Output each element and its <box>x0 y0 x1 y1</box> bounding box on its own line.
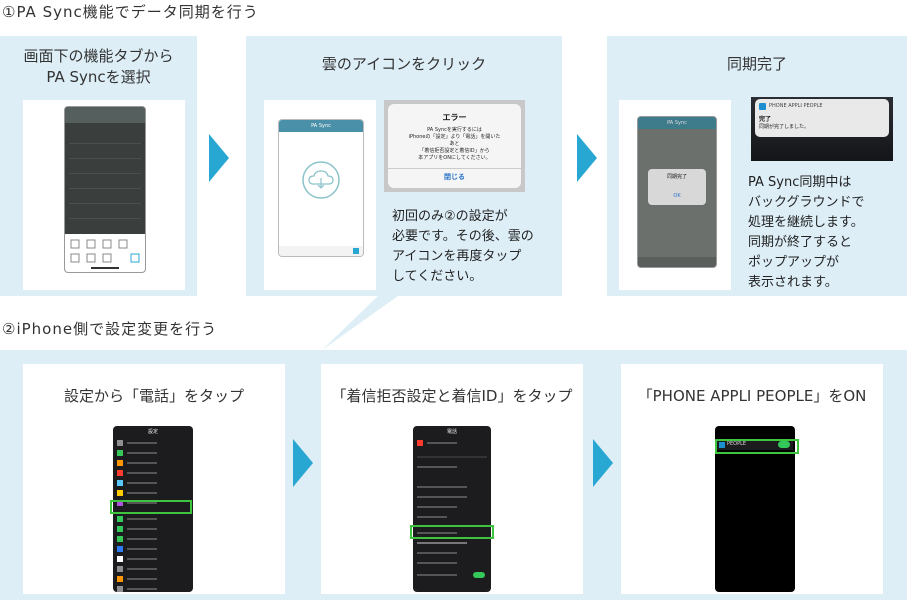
tab-icons <box>70 239 140 269</box>
notification-title: 完了 <box>759 116 772 123</box>
step3-screenshot-card: PA Sync 同期完了 OK <box>619 100 731 290</box>
app-logo-icon <box>759 103 766 110</box>
step3-note-line1: PA Sync同期中は <box>748 175 852 190</box>
step2-tab-active <box>353 248 359 254</box>
step1-panel: 画面下の機能タブから PA Syncを選択 <box>0 36 197 296</box>
step2-note-line3: アイコンを再度タップ <box>392 249 522 264</box>
phone-settings-card-title: 「着信拒否設定と着信ID」をタップ <box>331 387 573 405</box>
phone-settings-screen: 電話 <box>413 426 491 592</box>
step3-note-line2: バックグラウンドで <box>748 195 865 210</box>
settings-card: 設定から「電話」をタップ 設定 <box>23 364 285 594</box>
phone-screen-title: 電話 <box>446 429 457 435</box>
error-dialog-title: エラー <box>442 113 467 122</box>
step3-note-line3: 処理を継続します。 <box>748 215 864 230</box>
step1-tabbar <box>65 234 145 272</box>
error-dialog-line3: あと <box>449 141 460 147</box>
step1-phone-header <box>65 107 145 123</box>
step3-panel: 同期完了 PA Sync 同期完了 OK PHONE APPLI PEOPLE … <box>607 36 907 296</box>
error-dialog-divider <box>388 168 521 169</box>
step1-phone-screen <box>64 106 146 273</box>
sync-complete-popup: 同期完了 OK <box>648 169 706 205</box>
step2-app-header: PA Sync <box>279 120 363 132</box>
sync-popup-title: 同期完了 <box>666 174 687 180</box>
arrow-s2-1-2 <box>293 439 313 487</box>
step2-note-line2: 必要です。その後、雲の <box>392 229 534 244</box>
call-blocking-card: 「PHONE APPLI PEOPLE」をON PEOPLE <box>621 364 883 594</box>
settings-card-title: 設定から「電話」をタップ <box>63 387 244 405</box>
arrow-s2-2-3 <box>593 439 613 487</box>
step1-screenshot-card <box>23 100 185 290</box>
phone-settings-list <box>417 440 487 578</box>
phone-row-highlight[interactable] <box>110 500 192 514</box>
step3-note-line5: ポップアップが <box>748 255 840 270</box>
step1-title-line1: 画面下の機能タブから <box>23 47 174 65</box>
settings-screen-title: 設定 <box>147 429 158 435</box>
step2-screenshot-card: PA Sync <box>264 100 376 290</box>
cloud-sync-icon[interactable] <box>301 160 341 200</box>
error-dialog-line4: 「着信拒否設定と着信ID」から <box>419 148 490 154</box>
step2-title: 雲のアイコンをクリック <box>321 55 487 73</box>
step3-title: 同期完了 <box>726 55 787 73</box>
app-logo-icon <box>719 442 725 448</box>
step2-panel: 雲のアイコンをクリック PA Sync エラー PA Syncを実行するには i… <box>246 36 562 296</box>
error-dialog: エラー PA Syncを実行するには iPhoneの「設定」より「電話」を開いた… <box>384 100 525 192</box>
people-toggle-switch[interactable] <box>778 441 790 448</box>
phone-settings-card: 「着信拒否設定と着信ID」をタップ 電話 <box>321 364 583 594</box>
error-dialog-line1: PA Syncを実行するには <box>427 127 482 133</box>
step2-bottom-bar <box>279 246 363 256</box>
error-dialog-line5: 本アプリをONにしてください。 <box>418 155 491 161</box>
step1-phone-list <box>69 129 141 229</box>
people-toggle-label: PEOPLE <box>727 441 747 447</box>
toggle-row: PEOPLE <box>717 440 793 450</box>
step2-note-line1: 初回のみ②の設定が <box>392 209 508 224</box>
arrow-1-2 <box>209 134 229 182</box>
step2-note-line4: してください。 <box>392 269 483 284</box>
callout-pointer <box>322 296 398 350</box>
notification-banner: PHONE APPLI PEOPLE 完了 同期が完了しました。 <box>751 97 893 161</box>
settings-list <box>117 440 157 592</box>
section1-heading: ①PA Sync機能でデータ同期を行う <box>2 3 259 21</box>
close-button[interactable]: 閉じる <box>444 173 465 181</box>
section2-heading: ②iPhone側で設定変更を行う <box>2 320 218 338</box>
notification-body: 同期が完了しました。 <box>759 124 810 130</box>
call-blocking-card-title: 「PHONE APPLI PEOPLE」をON <box>637 387 867 405</box>
step3-app-header: PA Sync <box>638 117 716 129</box>
step2-phone-screen: PA Sync <box>278 119 364 257</box>
settings-phone-screen: 設定 <box>113 426 193 592</box>
step3-note-line6: 表示されます。 <box>748 275 838 290</box>
toggle-row-highlight[interactable] <box>715 439 799 454</box>
step1-title-line2: PA Syncを選択 <box>46 68 151 86</box>
sync-popup-ok-button[interactable]: OK <box>673 193 681 199</box>
section2-panel: 設定から「電話」をタップ 設定 <box>0 350 907 600</box>
step3-note-line4: 同期が終了すると <box>748 235 853 250</box>
call-blocking-row-highlight[interactable] <box>410 525 494 539</box>
step3-phone-screen: PA Sync 同期完了 OK <box>637 116 717 268</box>
notification-app-name: PHONE APPLI PEOPLE <box>769 103 823 109</box>
step3-bottom-bar <box>638 257 716 267</box>
arrow-2-3 <box>577 134 597 182</box>
error-dialog-line2: iPhoneの「設定」より「電話」を開いた <box>408 134 501 140</box>
